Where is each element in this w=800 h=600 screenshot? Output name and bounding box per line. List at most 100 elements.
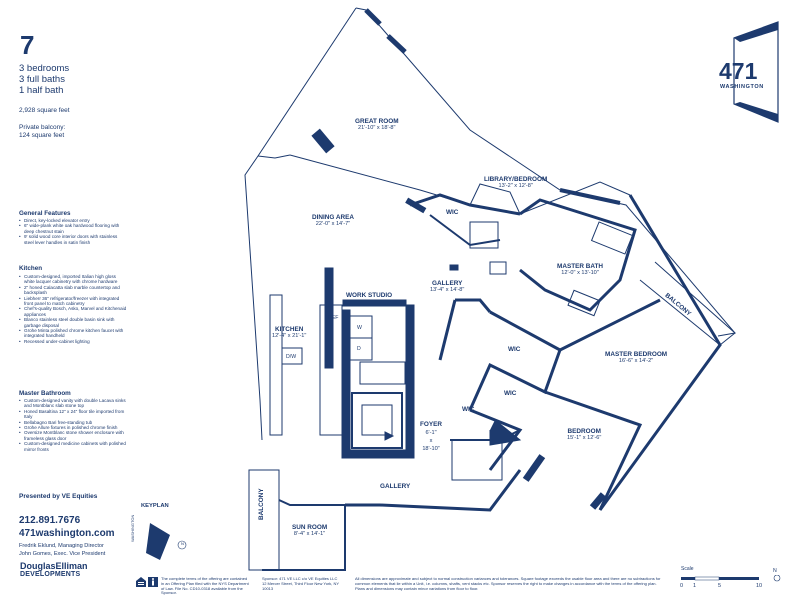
dw-label: D/W <box>286 354 297 360</box>
keyplan-north: N <box>181 541 184 546</box>
room-dims: 12'-4" x 21'-1" <box>272 333 307 339</box>
unit-specs: 3 bedrooms 3 full baths 1 half bath <box>19 63 69 96</box>
sponsor-disclaimer: Sponsor: 471 VE LLC c/o VE Equities LLC … <box>262 576 339 591</box>
wic-library: WIC <box>446 209 459 216</box>
balcony-left-label: BALCONY <box>258 488 265 520</box>
bath-features-list: Custom-designed vanity with double Lacav… <box>19 398 127 452</box>
room-name: SUN ROOM <box>292 524 328 531</box>
scale-tick-0: 0 <box>680 583 684 589</box>
phone-number[interactable]: 212.891.7676 <box>19 515 81 526</box>
scale-tick-5: 5 <box>718 583 722 589</box>
room-name: GALLERY <box>432 280 463 287</box>
kitchen-item: Blanco stainless steel double basin sink… <box>19 317 127 328</box>
website-link[interactable]: 471washington.com <box>19 528 115 539</box>
contact-person-1: Fredrik Eklund, Managing Director <box>19 543 104 549</box>
room-gallery-top: GALLERY 13'-4" x 14'-8" <box>430 280 464 293</box>
room-foyer: FOYER 6'-1" x 18'-10" <box>420 421 442 453</box>
kitchen-item: 2" honed Calacatta slab marble counterto… <box>19 285 127 296</box>
washer-label: W <box>357 325 362 331</box>
kitchen-item: Custom-designed, imported Italian high g… <box>19 274 127 285</box>
balcony-label: Private balcony: <box>19 124 66 131</box>
spec-bedrooms: 3 bedrooms <box>19 63 70 74</box>
bath-item: Bellabagno Bari free-standing tub <box>19 420 127 426</box>
kitchen-item: Chef's-quality Bosch, Asko, Marvel and K… <box>19 306 127 317</box>
scale-north: N <box>773 568 777 574</box>
room-name: LIBRARY/BEDROOM <box>484 176 548 183</box>
room-dims: x <box>429 438 433 444</box>
logo-number: 471 <box>719 58 758 84</box>
equal-housing-icon <box>136 577 146 587</box>
curtain-wall-right <box>355 7 736 337</box>
bath-item: Oversize Montblanc stone shower enclosur… <box>19 430 127 441</box>
room-dims: 22'-0" x 14'-7" <box>315 221 351 227</box>
room-sun-room: SUN ROOM 8'-4" x 14'-1" <box>292 524 327 537</box>
scale-bar-icon <box>681 575 781 582</box>
bath-item: Custom-designed vanity with double Lacav… <box>19 398 127 409</box>
room-name: MASTER BEDROOM <box>605 351 668 358</box>
room-name: GREAT ROOM <box>355 118 399 125</box>
room-dims: 13'-2" x 12'-8" <box>498 183 533 189</box>
keyplan-street: WASHINGTON <box>130 514 135 542</box>
unit-number: 7 <box>20 30 35 60</box>
room-dims: 21'-10" x 18'-8" <box>358 125 396 131</box>
general-item: 9' solid wood core interior doors with s… <box>19 234 127 245</box>
room-master-bath: MASTER BATH 12'-0" x 13'-10" <box>557 263 603 276</box>
kitchen-item: Recessed under-cabinet lighting <box>19 339 127 345</box>
kitchen-item: Liebherr 36" refrigerator/freezer with i… <box>19 296 127 307</box>
general-item: Direct, key-locked elevator entry <box>19 218 127 224</box>
room-name: BEDROOM <box>567 428 601 435</box>
scale-tick-1: 1 <box>693 583 697 589</box>
room-master-bedroom: MASTER BEDROOM 16'-6" x 14'-2" <box>605 351 667 364</box>
room-name: KITCHEN <box>275 326 304 333</box>
bath-features-title: Master Bathroom <box>19 390 71 397</box>
wic-bedroom: WIC <box>504 390 517 397</box>
kitchen-item: Grohe Minta polished chrome kitchen fauc… <box>19 328 127 339</box>
room-library: LIBRARY/BEDROOM 13'-2" x 12'-8" <box>484 176 547 189</box>
offering-disclaimer: The complete terms of the offering are c… <box>161 576 249 596</box>
room-work-studio: WORK STUDIO <box>346 292 392 299</box>
kitchen-features-list: Custom-designed, imported Italian high g… <box>19 274 127 345</box>
room-bedroom: BEDROOM 15'-1" x 12'-6" <box>567 428 601 441</box>
building-logo-icon <box>733 21 779 123</box>
spec-half-bath: 1 half bath <box>19 85 64 96</box>
square-feet: 2,928 square feet <box>19 107 70 114</box>
dryer-label: D <box>357 346 361 352</box>
scale-label: Scale <box>681 566 694 572</box>
room-gallery-bottom: GALLERY <box>380 483 411 490</box>
room-dims: 8'-4" x 14'-1" <box>293 531 326 537</box>
curtain-wall-left <box>244 7 357 441</box>
wic-foyer: WIC <box>462 406 475 413</box>
bath-item: Custom-designed medicine cabinets with p… <box>19 441 127 452</box>
room-name: WORK STUDIO <box>346 292 393 299</box>
bath-item: Grohe Allure fixtures in polished chrome… <box>19 425 127 431</box>
brand-name: DouglasElliman <box>20 561 88 571</box>
brand-developments: DEVELOPMENTS <box>20 571 81 578</box>
contact-person-2: John Gomes, Exec. Vice President <box>19 551 106 557</box>
spec-full-baths: 3 full baths <box>19 74 65 85</box>
bath-item: Honed Basaltina 12" x 24" floor tile imp… <box>19 409 127 420</box>
room-dims: 6'-1" <box>425 430 437 436</box>
logo-name: WASHINGTON <box>720 84 764 90</box>
room-dims: 16'-6" x 14'-2" <box>618 358 654 364</box>
room-name: FOYER <box>420 421 443 428</box>
keyplan-title: KEYPLAN <box>141 503 169 509</box>
room-name: MASTER BATH <box>557 263 604 270</box>
dimensions-disclaimer: All dimensions are approximate and subje… <box>355 576 661 591</box>
room-great-room: GREAT ROOM 21'-10" x 18'-8" <box>355 118 399 131</box>
ref-label: REF <box>328 315 339 321</box>
general-features-title: General Features <box>19 210 71 217</box>
scale-tick-10: 10 <box>756 583 763 589</box>
room-dims: 13'-4" x 14'-8" <box>430 287 465 293</box>
balcony-area: 124 square feet <box>19 132 65 139</box>
room-dims: 15'-1" x 12'-6" <box>567 435 602 441</box>
keyplan-icon <box>146 523 187 560</box>
kitchen-features-title: Kitchen <box>19 265 43 272</box>
room-name: DINING AREA <box>312 214 355 221</box>
accessibility-icon <box>148 577 158 587</box>
general-item: 6" wide-plank white oak hardwood floorin… <box>19 223 127 234</box>
general-features-list: Direct, key-locked elevator entry6" wide… <box>19 218 127 245</box>
wic-master: WIC <box>508 346 521 353</box>
room-dims: 12'-0" x 13'-10" <box>561 270 599 276</box>
room-kitchen: KITCHEN 12'-4" x 21'-1" <box>272 326 306 339</box>
